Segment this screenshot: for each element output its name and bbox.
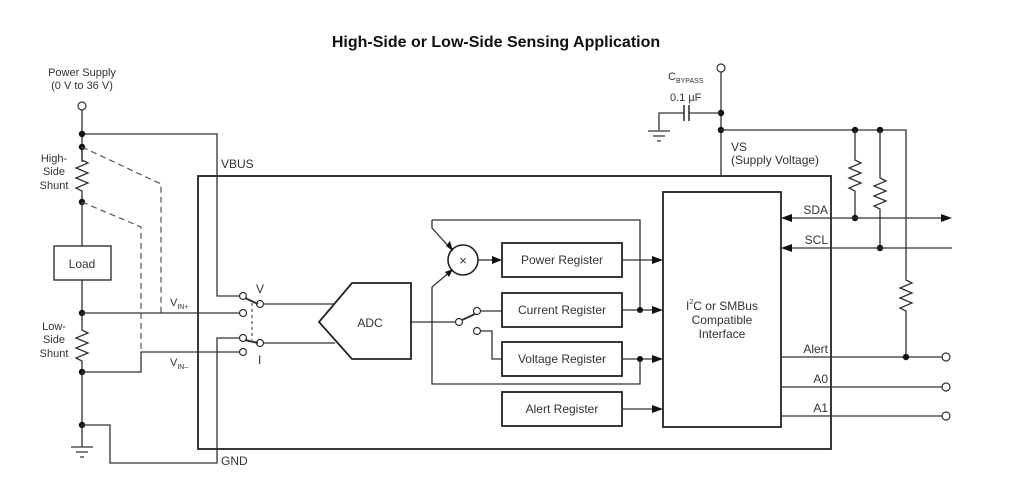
i2c-interface-block	[662, 191, 782, 428]
arrow-icon	[446, 241, 453, 251]
ground-icon	[648, 130, 670, 142]
wire	[431, 220, 452, 250]
high-side-sense-dashed	[81, 146, 162, 313]
a1-terminal	[941, 411, 951, 421]
gnd-pin-label: GND	[221, 454, 248, 468]
high-side-shunt-resistor	[74, 147, 90, 202]
arrow-icon	[652, 355, 663, 363]
load-label: Load	[69, 257, 96, 271]
bypass-cap-value: 0.1 µF	[670, 92, 702, 104]
alert-register-label: Alert Register	[526, 402, 599, 416]
bypass-capacitor-icon	[658, 105, 721, 130]
junction-dot	[637, 356, 643, 362]
mux-v-label: V	[256, 282, 264, 296]
output-mux-switch	[454, 306, 482, 336]
scl-pin-label: SCL	[805, 233, 829, 247]
voltage-register-label: Voltage Register	[518, 352, 606, 366]
a1-pin-label: A1	[813, 401, 828, 415]
multiplier-symbol: ×	[459, 253, 467, 268]
vin-minus-wire	[82, 351, 240, 373]
alert-register	[501, 391, 623, 427]
power-supply-range: (0 V to 36 V)	[51, 80, 113, 92]
wire	[481, 330, 502, 360]
a0-pin-label: A0	[813, 372, 828, 386]
vs-description: (Supply Voltage)	[731, 153, 819, 167]
arrow-icon	[492, 256, 502, 264]
power-supply-terminal	[77, 101, 87, 111]
a0-terminal	[941, 382, 951, 392]
bypass-cap-name: CBYPASS	[668, 71, 704, 85]
vin-minus-label: VIN–	[170, 357, 188, 371]
interface-label-line3: Interface	[699, 327, 746, 341]
sda-pin-label: SDA	[803, 203, 828, 217]
power-supply-label: Power Supply	[48, 67, 116, 79]
high-side-shunt-label: High-	[41, 153, 68, 165]
current-register-label: Current Register	[518, 303, 606, 317]
adc-label: ADC	[357, 316, 383, 330]
adc-block	[317, 282, 412, 360]
current-feedback-wire	[432, 219, 641, 310]
high-side-sense-dashed	[81, 201, 142, 352]
low-side-shunt-resistor	[74, 313, 90, 372]
arrow-icon	[941, 214, 952, 222]
feedback-wire	[431, 322, 641, 385]
junction-dot	[637, 307, 643, 313]
low-side-shunt-label: Shunt	[40, 348, 69, 360]
arrow-icon	[781, 244, 792, 252]
low-side-shunt-label: Side	[43, 334, 65, 346]
arrow-icon	[652, 256, 663, 264]
scl-pullup-resistor	[872, 130, 888, 248]
low-side-shunt-label: Low-	[42, 321, 66, 333]
diagram-title: High-Side or Low-Side Sensing Applicatio…	[332, 34, 660, 51]
junction-dot	[78, 130, 86, 138]
arrow-icon	[652, 306, 663, 314]
vs-label: VS	[731, 140, 747, 154]
arrow-icon	[781, 214, 792, 222]
input-mux-switch	[238, 291, 265, 357]
junction-dot	[902, 353, 910, 361]
ground-icon	[71, 425, 93, 458]
arrow-icon	[652, 405, 663, 413]
interface-label-line1: I2C or SMBus	[686, 299, 758, 313]
gnd-wire	[82, 337, 240, 464]
alert-terminal	[941, 352, 951, 362]
power-register-label: Power Register	[521, 253, 603, 267]
alert-pin-label: Alert	[803, 342, 828, 356]
high-side-shunt-label: Side	[43, 166, 65, 178]
vin-plus-label: VIN+	[170, 297, 188, 311]
pullup-rail	[721, 129, 914, 357]
high-side-shunt-label: Shunt	[40, 180, 69, 192]
sda-pullup-resistor	[847, 130, 863, 218]
vbus-wire	[82, 133, 240, 297]
arrow-icon	[445, 269, 453, 277]
mux-i-label: I	[258, 353, 261, 367]
current-register	[501, 292, 623, 328]
power-register	[501, 242, 623, 278]
vs-terminal	[716, 63, 726, 73]
interface-label-line2: Compatible	[692, 313, 753, 327]
vbus-pin-label: VBUS	[221, 157, 254, 171]
